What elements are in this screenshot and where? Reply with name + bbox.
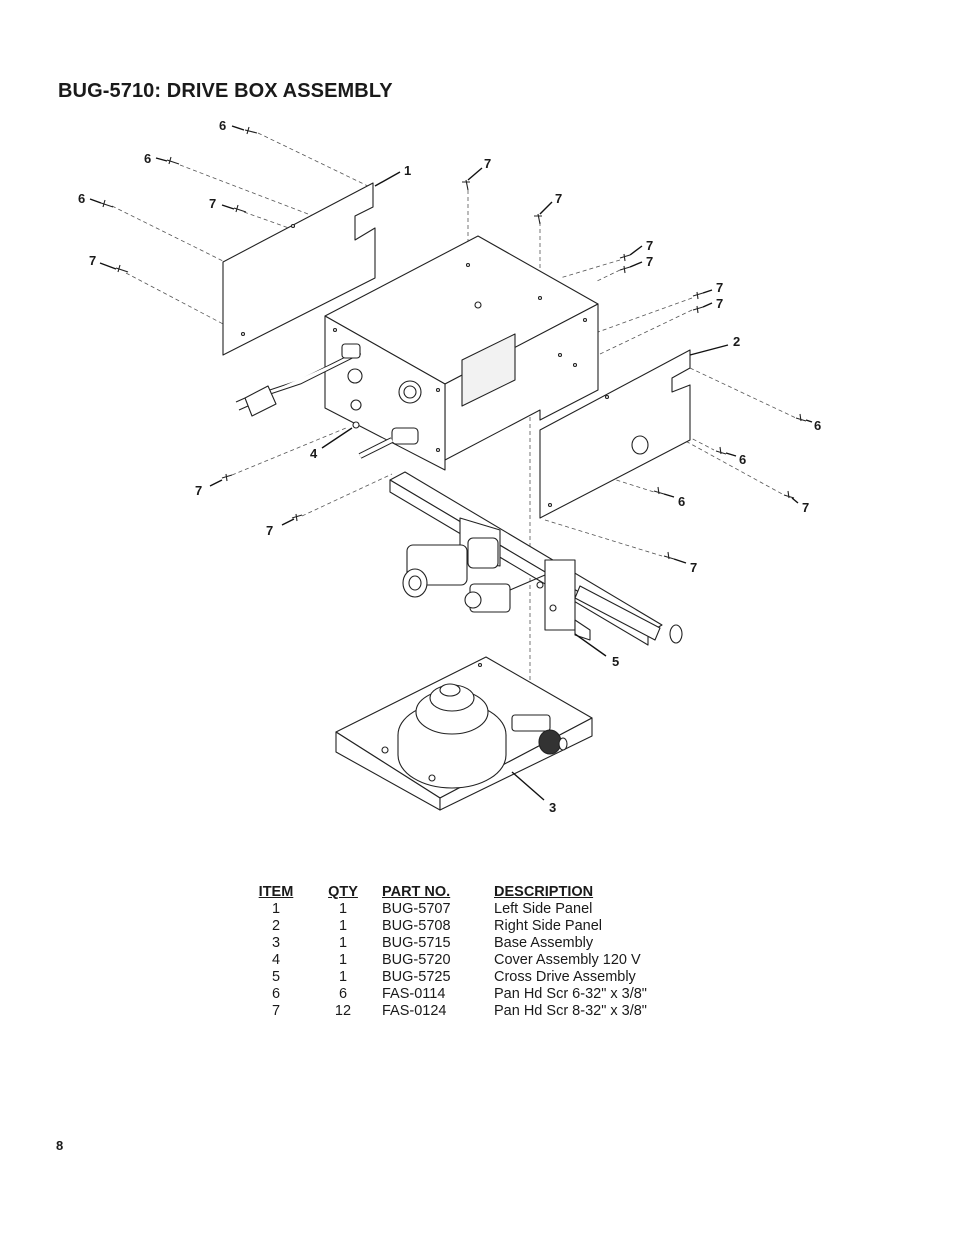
cell-qty: 1: [338, 969, 348, 985]
callout-7-h: 7: [716, 296, 723, 311]
callout-7-b: 7: [89, 253, 96, 268]
cross-drive-assembly: [389, 471, 683, 646]
callout-2: 2: [733, 334, 740, 349]
cell-part-no: FAS-0114: [382, 986, 446, 1002]
table-row: 2 1 BUG-5708 Right Side Panel: [238, 918, 694, 935]
base-assembly: [335, 656, 593, 811]
side-connector: [358, 427, 419, 459]
callout-6-a: 6: [219, 118, 226, 133]
table-row: 1 1 BUG-5707 Left Side Panel: [238, 901, 694, 918]
cell-item: 4: [271, 952, 281, 968]
table-header-row: ITEM QTY PART NO. DESCRIPTION: [238, 884, 694, 901]
cell-item: 5: [271, 969, 281, 985]
cell-part-no: BUG-5715: [382, 935, 451, 951]
cell-qty: 1: [338, 918, 348, 934]
cell-part-no: BUG-5708: [382, 918, 451, 934]
callout-6-e: 6: [739, 452, 746, 467]
callout-3: 3: [549, 800, 556, 815]
table-row: 6 6 FAS-0114 Pan Hd Scr 6-32" x 3/8": [238, 986, 694, 1003]
table-row: 4 1 BUG-5720 Cover Assembly 120 V: [238, 952, 694, 969]
header-part-no: PART NO.: [382, 884, 451, 900]
callout-6-f: 6: [678, 494, 685, 509]
cell-qty: 12: [334, 1003, 352, 1019]
left-side-panel: [222, 182, 376, 356]
cell-description: Pan Hd Scr 6-32" x 3/8": [494, 986, 647, 1002]
cell-description: Base Assembly: [494, 935, 594, 951]
power-cord: [235, 343, 362, 417]
callout-5: 5: [612, 654, 619, 669]
callout-7-e: 7: [646, 238, 653, 253]
callout-4: 4: [310, 446, 318, 461]
cell-qty: 6: [338, 986, 348, 1002]
cell-item: 1: [271, 901, 281, 917]
table-row: 3 1 BUG-5715 Base Assembly: [238, 935, 694, 952]
cell-part-no: FAS-0124: [382, 1003, 447, 1019]
cell-item: 2: [271, 918, 281, 934]
callout-7-d: 7: [555, 191, 562, 206]
cell-description: Right Side Panel: [494, 918, 603, 934]
parts-list-table: ITEM QTY PART NO. DESCRIPTION 1 1 BUG-57…: [238, 884, 694, 1020]
screws: [100, 126, 807, 560]
cell-qty: 1: [338, 901, 348, 917]
cell-description: Left Side Panel: [494, 901, 593, 917]
page-number: 8: [56, 1138, 64, 1153]
cell-item: 3: [271, 935, 281, 951]
callout-7-g: 7: [716, 280, 723, 295]
cell-description: Pan Hd Scr 8-32" x 3/8": [494, 1003, 647, 1019]
cell-part-no: BUG-5720: [382, 952, 451, 968]
header-item: ITEM: [258, 884, 294, 900]
callout-6-b: 6: [144, 151, 151, 166]
leader-lines: [89, 125, 813, 801]
page-title: BUG-5710: DRIVE BOX ASSEMBLY: [58, 80, 393, 102]
header-qty: QTY: [328, 884, 358, 900]
callout-7-c: 7: [484, 156, 491, 171]
header-description: DESCRIPTION: [494, 884, 594, 900]
callout-7-a: 7: [209, 196, 216, 211]
callout-7-f: 7: [646, 254, 653, 269]
callout-6-c: 6: [78, 191, 85, 206]
callout-6-d: 6: [814, 418, 821, 433]
table-row: 7 12 FAS-0124 Pan Hd Scr 8-32" x 3/8": [238, 1003, 694, 1020]
callout-7-i: 7: [802, 500, 809, 515]
right-side-panel: [539, 349, 691, 519]
cell-description: Cover Assembly 120 V: [494, 952, 641, 968]
cell-item: 7: [271, 1003, 281, 1019]
callout-7-j: 7: [690, 560, 697, 575]
callout-1: 1: [404, 163, 411, 178]
cell-item: 6: [271, 986, 281, 1002]
callout-7-l: 7: [266, 523, 273, 538]
callout-7-k: 7: [195, 483, 202, 498]
cell-qty: 1: [338, 952, 348, 968]
table-row: 5 1 BUG-5725 Cross Drive Assembly: [238, 969, 694, 986]
cell-description: Cross Drive Assembly: [494, 969, 636, 985]
cell-part-no: BUG-5725: [382, 969, 451, 985]
cell-qty: 1: [338, 935, 348, 951]
cell-part-no: BUG-5707: [382, 901, 451, 917]
